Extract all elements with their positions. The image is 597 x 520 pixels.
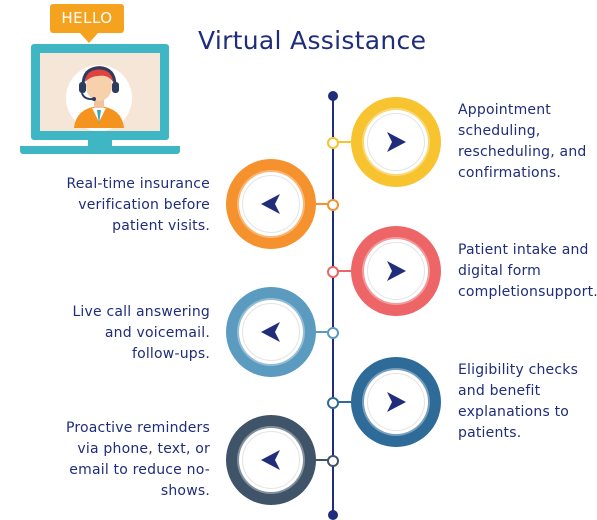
timeline-node xyxy=(327,266,339,278)
step-connector xyxy=(315,331,333,333)
step-circle-inner-border xyxy=(242,175,300,233)
hello-speech-bubble: HELLO xyxy=(50,4,124,33)
laptop-hinge xyxy=(88,140,112,146)
step-label: Appointment scheduling, rescheduling, an… xyxy=(458,102,587,181)
step-label: Patient intake and digital form completi… xyxy=(458,242,597,300)
step-label: Proactive reminders via phone, text, or … xyxy=(65,420,210,499)
step-circle xyxy=(351,97,441,187)
step-circle-inner-border xyxy=(367,242,425,300)
speech-bubble-tail xyxy=(80,33,98,43)
chevron-left-arrow-icon xyxy=(261,322,280,342)
chevron-left-arrow-icon xyxy=(261,450,280,470)
step-connector xyxy=(333,401,352,403)
timeline-node xyxy=(327,137,339,149)
step-label: Eligibility checks and benefit explanati… xyxy=(458,362,579,441)
chevron-right-arrow-icon xyxy=(387,392,406,412)
step-circle-inner-border xyxy=(242,303,300,361)
chevron-left-arrow-icon xyxy=(261,194,280,214)
step-circle xyxy=(226,415,316,505)
chevron-right-arrow-icon xyxy=(387,132,406,152)
timeline-node xyxy=(327,199,339,211)
step-circle-inner-border xyxy=(367,113,425,171)
chevron-right-arrow-icon xyxy=(387,261,406,281)
timeline-node xyxy=(327,327,339,339)
step-circle-inner-border xyxy=(242,431,300,489)
step-connector xyxy=(315,459,333,461)
step-circle xyxy=(226,159,316,249)
step-label: Real-time insurance verification before … xyxy=(66,176,210,234)
step-circle xyxy=(351,357,441,447)
laptop-base xyxy=(20,146,180,154)
page-title: Virtual Assistance xyxy=(198,26,427,55)
timeline-axis xyxy=(332,96,334,516)
timeline-end-dot xyxy=(328,510,338,520)
timeline-node xyxy=(327,397,339,409)
step-label: Live call answering and voicemail. follo… xyxy=(72,304,210,362)
step-connector xyxy=(315,203,333,205)
timeline-start-dot xyxy=(328,91,338,101)
step-connector xyxy=(333,270,352,272)
step-circle xyxy=(351,226,441,316)
step-connector xyxy=(333,141,352,143)
step-circle xyxy=(226,287,316,377)
agent-headset-icon xyxy=(66,65,132,131)
timeline-node xyxy=(327,455,339,467)
step-circle-inner-border xyxy=(367,373,425,431)
